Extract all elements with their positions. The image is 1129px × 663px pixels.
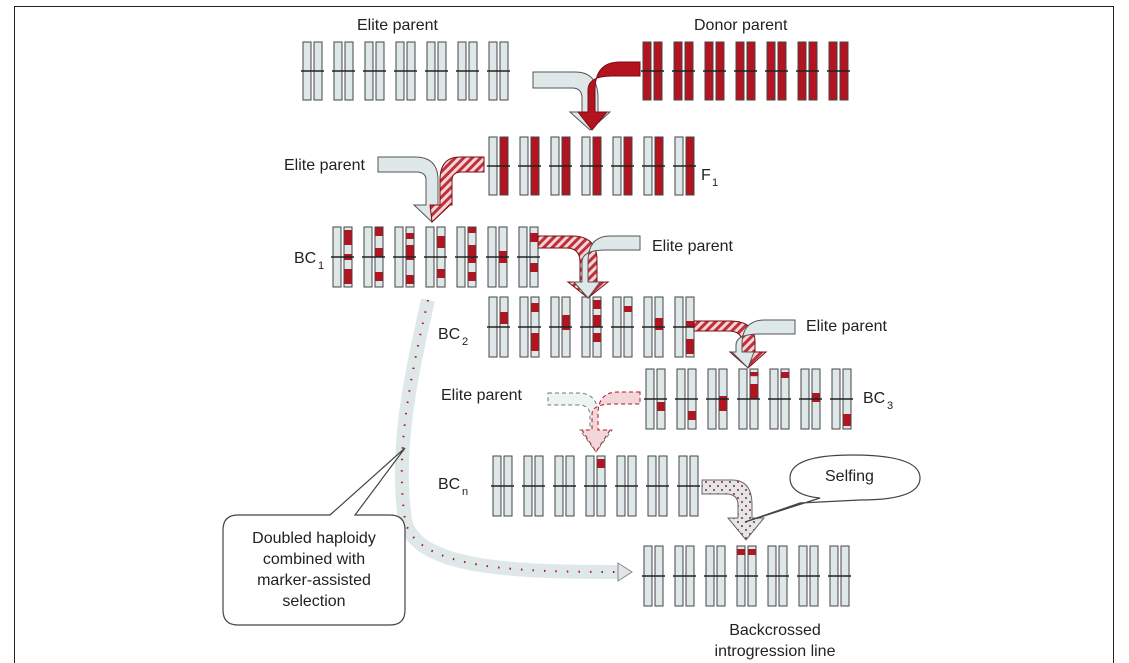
bcn-label: BC (438, 476, 460, 493)
f1-chromosome-3 (549, 136, 572, 196)
cross-arrow-bc1 (537, 235, 641, 299)
donor-parent-chromosome-2 (672, 41, 695, 101)
bc1-chromosome-2 (362, 226, 385, 288)
bcn-chromosome-7 (677, 455, 700, 517)
bcn-chromosome-4 (584, 455, 607, 517)
f1-chromosome-4 (580, 136, 603, 196)
f1-chromosome-1 (487, 136, 510, 196)
bc1-chromosome-6 (486, 226, 509, 288)
elite-parent-chromosome-7 (487, 41, 510, 101)
bc3-chromosome-3 (706, 368, 729, 430)
elite-parent-bc3-label: Elite parent (441, 387, 522, 404)
bc3-chromosome-1 (644, 368, 667, 430)
introgression-chromosome-6 (797, 545, 820, 607)
bc3-chromosome-4 (737, 368, 760, 430)
bcn-chromosome-6 (646, 455, 669, 517)
f1-label: F (701, 167, 711, 184)
bcn-chromosome-5 (615, 455, 638, 517)
figure-frame (14, 6, 1114, 663)
bcn-subscript: n (462, 486, 468, 498)
cross-arrow-bc2 (693, 319, 796, 369)
bc2-chromosome-7 (673, 296, 696, 358)
elite-parent-bc2-label: Elite parent (806, 318, 887, 335)
bc3-label: BC (863, 390, 885, 407)
bc2-chromosome-5 (611, 296, 634, 358)
bc2-chromosome-6 (642, 296, 665, 358)
bc1-chromosome-3 (393, 226, 416, 288)
elite-parent-top-label: Elite parent (357, 17, 438, 34)
bc3-subscript: 3 (887, 400, 893, 412)
bc3-chromosome-5 (768, 368, 791, 430)
bcn-chromosome-1 (491, 455, 514, 517)
introgression-chromosome-5 (766, 545, 789, 607)
dh-line-4: selection (282, 593, 345, 610)
elite-parent-row (301, 41, 510, 101)
bc1-chromosome-5 (455, 226, 478, 288)
f1-chromosome-6 (642, 136, 665, 196)
f1-chromosome-7 (673, 136, 696, 196)
elite-parent-chromosome-4 (394, 41, 417, 101)
dh-line-2: combined with (263, 551, 365, 568)
bc3-chromosome-2 (675, 368, 698, 430)
bc2-subscript: 2 (462, 336, 468, 348)
donor-parent-chromosome-1 (641, 41, 664, 101)
bc2-row (487, 296, 696, 358)
dh-line-1: Doubled haploidy (252, 530, 376, 547)
doubled-haploidy-pathway (394, 298, 633, 582)
introgression-chromosome-4 (735, 545, 758, 607)
donor-parent-chromosome-6 (796, 41, 819, 101)
selfing-callout (744, 454, 921, 523)
elite-parent-chromosome-3 (363, 41, 386, 101)
doubled-haploidy-callout (222, 447, 406, 626)
bc2-chromosome-2 (518, 296, 541, 358)
cross-arrow-parents (532, 61, 641, 131)
donor-parent-chromosome-7 (827, 41, 850, 101)
selfing-arrow (701, 479, 766, 541)
bcn-row (491, 455, 700, 517)
elite-parent-chromosome-5 (425, 41, 448, 101)
f1-subscript: 1 (712, 177, 718, 189)
bc3-row (644, 368, 853, 430)
donor-parent-chromosome-3 (703, 41, 726, 101)
introgression-chromosome-3 (704, 545, 727, 607)
f1-row (487, 136, 696, 196)
elite-parent-f1-label: Elite parent (284, 157, 365, 174)
bcn-chromosome-3 (553, 455, 576, 517)
bc1-chromosome-1 (331, 226, 354, 288)
elite-parent-bc1-label: Elite parent (652, 238, 733, 255)
bc3-chromosome-7 (830, 368, 853, 430)
bc2-chromosome-1 (487, 296, 510, 358)
cross-arrow-bc3 (547, 391, 641, 453)
introgression-chromosome-2 (673, 545, 696, 607)
bc1-subscript: 1 (318, 260, 324, 272)
donor-parent-chromosome-5 (765, 41, 788, 101)
bc2-label: BC (438, 326, 460, 343)
f1-chromosome-2 (518, 136, 541, 196)
elite-parent-chromosome-2 (332, 41, 355, 101)
dh-line-3: marker-assisted (257, 572, 371, 589)
bc1-chromosome-7 (517, 226, 540, 288)
cross-arrow-f1 (377, 156, 485, 224)
donor-parent-row (641, 41, 850, 101)
introgression-line-row (642, 545, 851, 607)
donor-parent-chromosome-4 (734, 41, 757, 101)
selfing-label: Selfing (825, 468, 874, 485)
introgression-chromosome-1 (642, 545, 665, 607)
elite-parent-chromosome-1 (301, 41, 324, 101)
donor-parent-label: Donor parent (694, 17, 788, 34)
bc1-row (331, 226, 540, 288)
f1-chromosome-5 (611, 136, 634, 196)
elite-parent-chromosome-6 (456, 41, 479, 101)
bc2-chromosome-3 (549, 296, 572, 358)
introgression-chromosome-7 (828, 545, 851, 607)
bc1-label: BC (294, 250, 316, 267)
bc2-chromosome-4 (580, 296, 603, 358)
bcn-chromosome-2 (522, 455, 545, 517)
result-line-2: introgression line (715, 643, 836, 660)
bc1-chromosome-4 (424, 226, 447, 288)
result-line-1: Backcrossed (729, 622, 821, 639)
bc3-chromosome-6 (799, 368, 822, 430)
